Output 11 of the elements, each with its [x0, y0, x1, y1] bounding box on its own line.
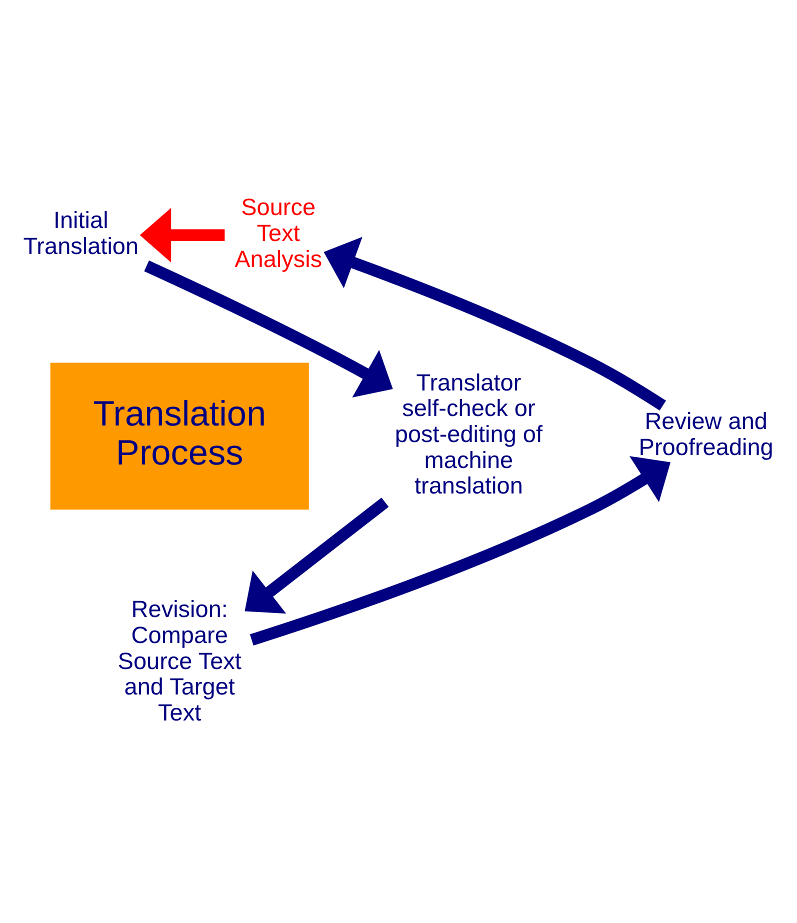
arrow	[250, 456, 671, 645]
arrow	[324, 236, 666, 410]
node-text: Initial Translation	[23, 206, 139, 258]
arrow	[140, 207, 225, 262]
arrow	[244, 497, 389, 614]
arrow	[144, 260, 393, 397]
node-text: Revision: Compare Source Text and Target Text	[118, 596, 242, 726]
node-text: Review and Proofreading	[638, 408, 774, 460]
node-box: Translation Process	[50, 362, 309, 510]
node-text: Translator self-check or post-editing of machine translation	[394, 368, 543, 498]
node-text: Source Text Analysis	[234, 194, 322, 272]
